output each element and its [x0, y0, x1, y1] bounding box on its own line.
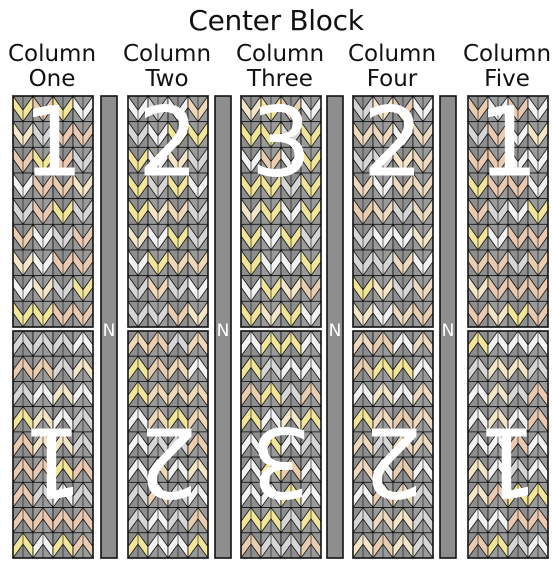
column-number-3-top: 3 — [250, 87, 311, 199]
column-number-1-bottom: 1 — [22, 406, 83, 518]
column-number-1-top: 1 — [22, 87, 83, 199]
column-number-2-bottom: 2 — [137, 406, 198, 518]
column-number-3-bottom: 3 — [250, 406, 311, 518]
quilt-column-2-bottom: 2 — [128, 331, 208, 558]
sashing-label-n: N — [329, 321, 342, 341]
column-number-4-top: 2 — [362, 87, 423, 199]
quilt-column-3-top: 3 — [241, 87, 321, 328]
sashing-label-n: N — [217, 321, 230, 341]
column-number-5-top: 1 — [477, 87, 538, 199]
column-number-4-bottom: 2 — [362, 406, 423, 518]
quilt-column-1-top: 1 — [13, 87, 93, 328]
sashing-strip-1: N — [101, 96, 117, 558]
quilt-column-5-top: 1 — [468, 87, 548, 328]
quilt-column-3-bottom: 3 — [241, 331, 321, 558]
sashing-label-n: N — [442, 321, 455, 341]
quilt-column-5-bottom: 1 — [468, 331, 548, 558]
column-number-5-bottom: 1 — [477, 406, 538, 518]
sashing-strip-4: N — [440, 96, 456, 558]
quilt-column-4-top: 2 — [353, 87, 433, 328]
sashing-strip-2: N — [215, 96, 231, 558]
quilt-column-4-bottom: 2 — [353, 331, 433, 558]
sashing-strip-3: N — [327, 96, 343, 558]
quilt-column-1-bottom: 1 — [13, 331, 93, 558]
sashing-label-n: N — [103, 321, 116, 341]
quilt-column-2-top: 2 — [128, 87, 208, 328]
column-number-2-top: 2 — [137, 87, 198, 199]
